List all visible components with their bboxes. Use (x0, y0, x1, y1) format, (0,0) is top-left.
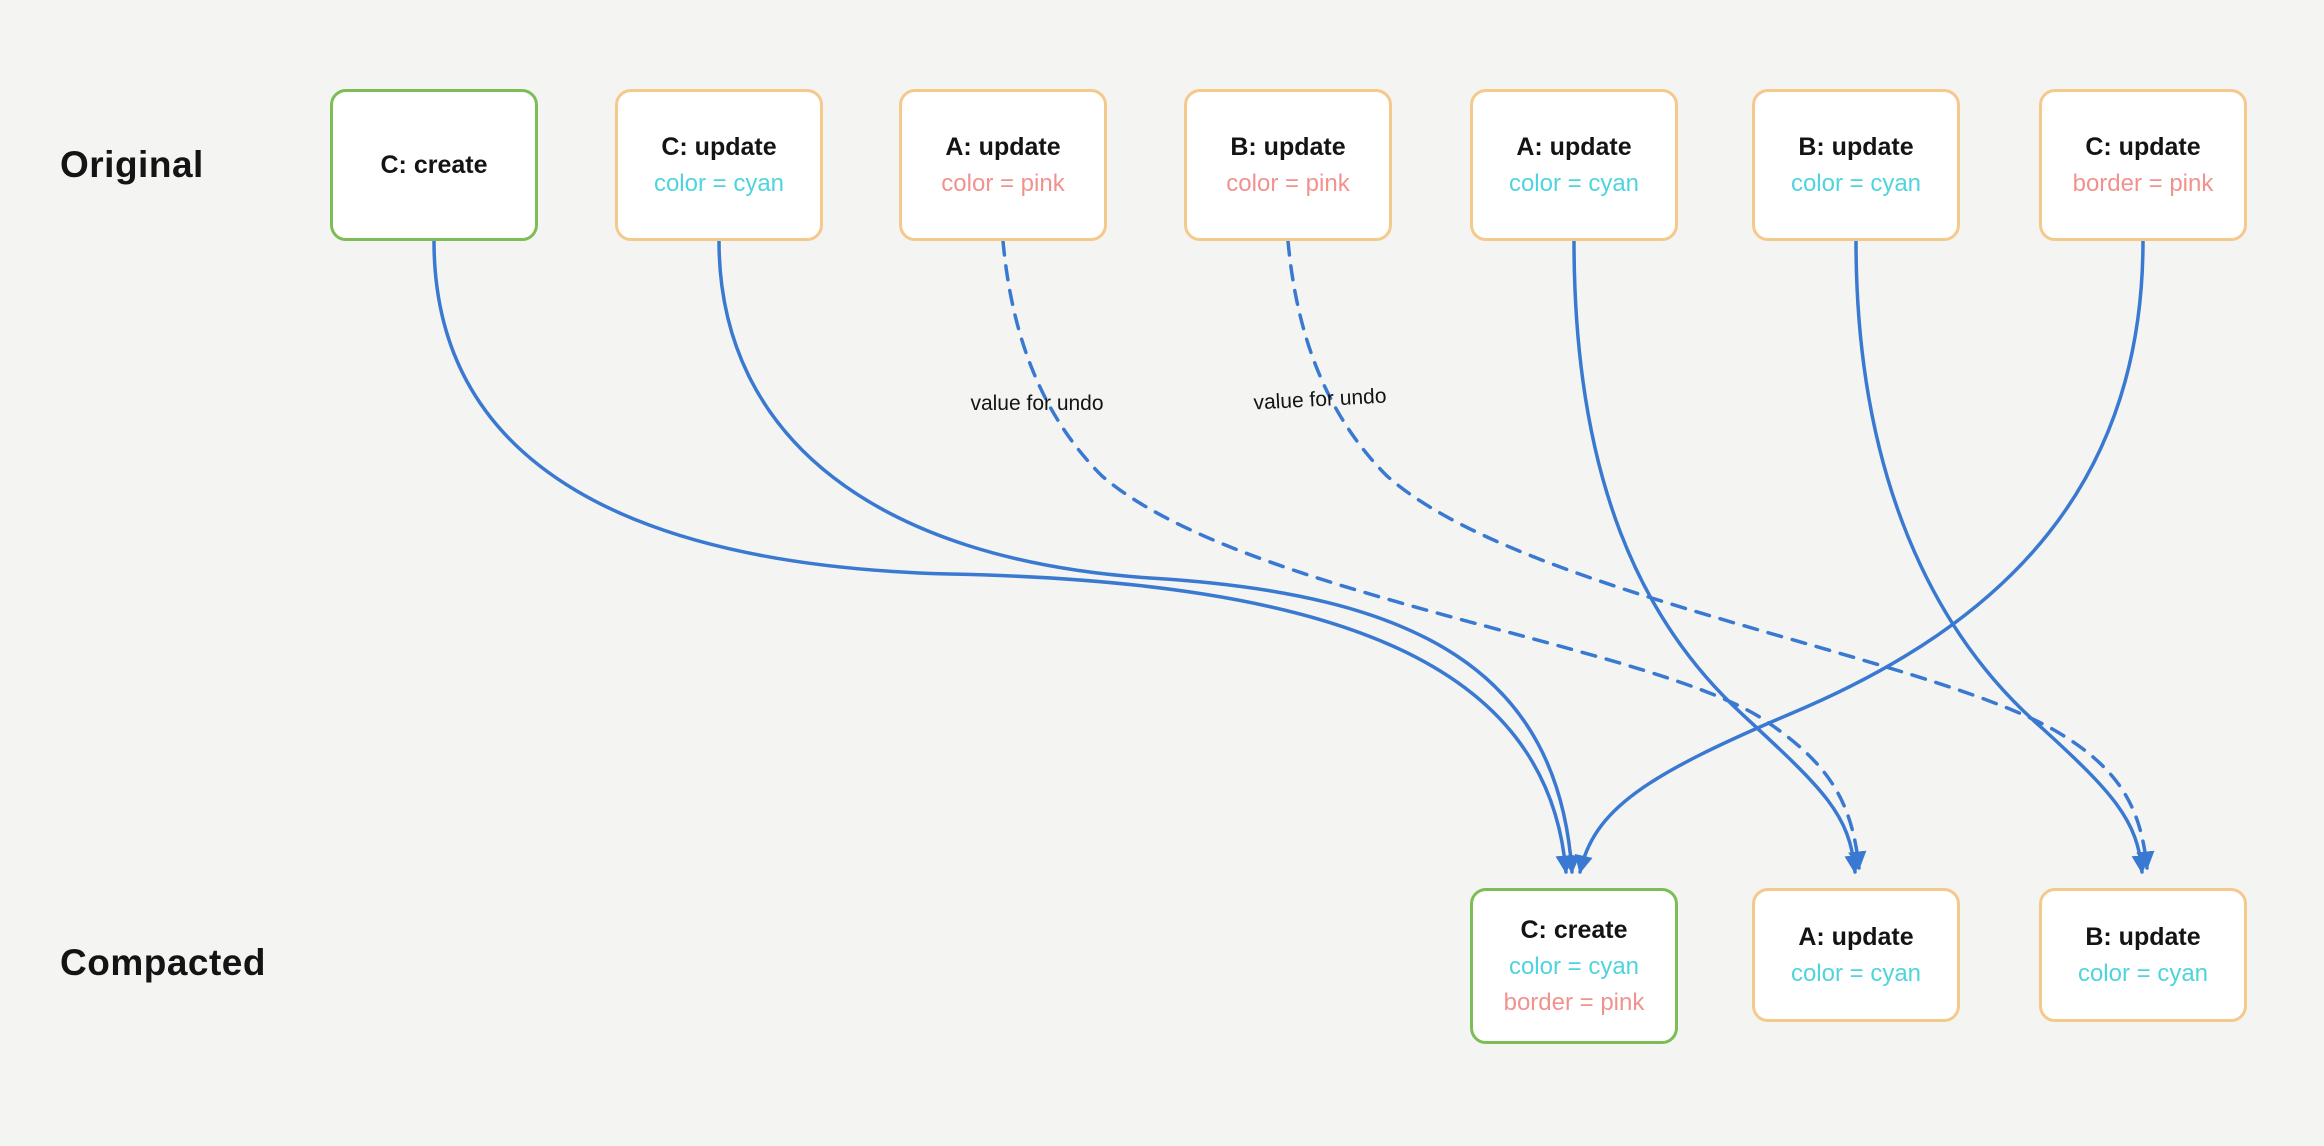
edge-b-update-pink-undo-to-compacted-b (1286, 239, 2155, 870)
node-compacted-b-update: B: update color = cyan (2039, 888, 2247, 1022)
node-attr: border = pink (1503, 988, 1645, 1016)
edge-c-create-to-compacted-c (432, 239, 1574, 874)
node-attr: border = pink (2072, 169, 2214, 197)
node-attr: color = cyan (1508, 952, 1640, 980)
node-attr: color = pink (941, 169, 1065, 197)
node-attr: color = cyan (2077, 959, 2209, 987)
node-title: C: update (661, 132, 777, 161)
row-label-compacted: Compacted (60, 942, 266, 983)
node-original-a-update-pink: A: update color = pink (899, 89, 1107, 241)
node-original-c-update-cyan: C: update color = cyan (615, 89, 823, 241)
node-original-c-update-border-pink: C: update border = pink (2039, 89, 2247, 241)
node-compacted-a-update: A: update color = cyan (1752, 888, 1960, 1022)
node-attr: color = pink (1226, 169, 1350, 197)
node-title: A: update (1516, 132, 1632, 161)
node-title: C: update (2085, 132, 2201, 161)
node-title: A: update (945, 132, 1061, 161)
node-original-b-update-pink: B: update color = pink (1184, 89, 1392, 241)
node-attr: color = cyan (1790, 169, 1922, 197)
edge-c-update-cyan-to-compacted-c (717, 239, 1580, 874)
node-attr: color = cyan (653, 169, 785, 197)
edge-c-update-border-pink-to-compacted-c (1574, 239, 2145, 874)
node-compacted-c-create: C: create color = cyan border = pink (1470, 888, 1678, 1044)
node-title: B: update (2085, 922, 2201, 951)
edge-a-update-cyan-to-compacted-a (1572, 239, 1863, 874)
node-title: C: create (380, 150, 488, 179)
node-original-b-update-cyan: B: update color = cyan (1752, 89, 1960, 241)
node-title: A: update (1798, 922, 1914, 951)
node-attr: color = cyan (1790, 959, 1922, 987)
edge-b-update-cyan-to-compacted-b (1854, 239, 2150, 874)
edge-a-update-pink-undo-to-compacted-a (1001, 239, 1867, 870)
edge-label-value-for-undo-b: value for undo (1252, 384, 1388, 415)
row-label-original: Original (60, 144, 204, 185)
node-title: B: update (1798, 132, 1914, 161)
node-original-a-update-cyan: A: update color = cyan (1470, 89, 1678, 241)
node-attr: color = cyan (1508, 169, 1640, 197)
node-title: C: create (1520, 915, 1628, 944)
edge-label-value-for-undo-a: value for undo (970, 392, 1104, 415)
node-title: B: update (1230, 132, 1346, 161)
node-original-c-create: C: create (330, 89, 538, 241)
